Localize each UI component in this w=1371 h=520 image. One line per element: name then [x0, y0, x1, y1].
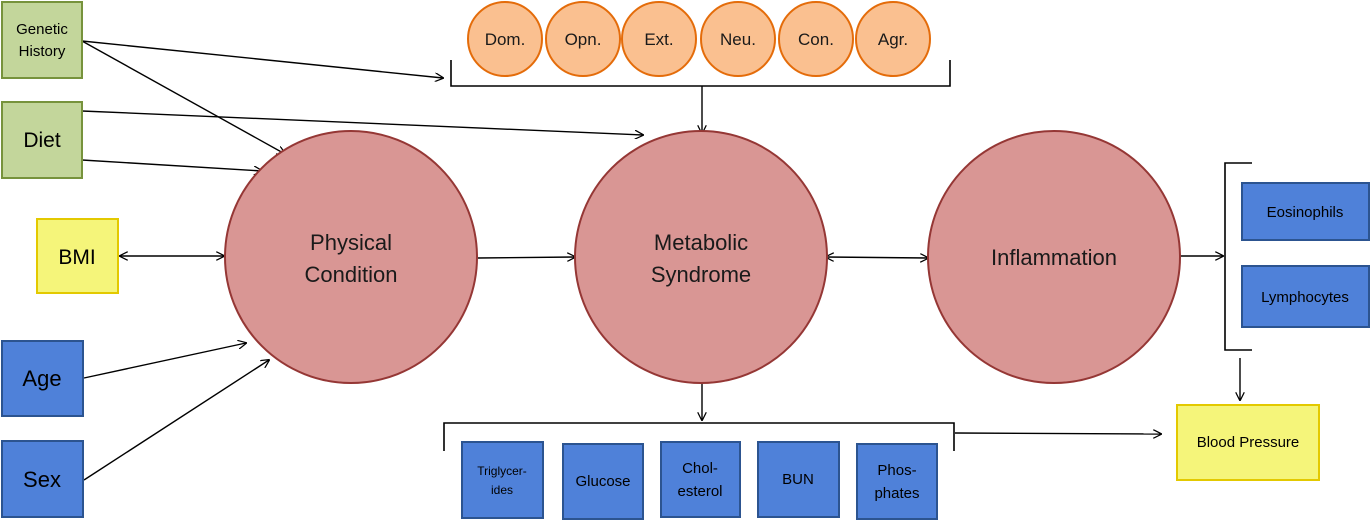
physical-condition-node: Physical Condition — [224, 130, 478, 384]
bun-label: BUN — [782, 471, 814, 488]
bmi-label: BMI — [58, 246, 95, 269]
eosinophils-box: Eosinophils — [1241, 182, 1370, 241]
lymphocytes-box: Lymphocytes — [1241, 265, 1370, 328]
trait-agr-label: Agr. — [878, 30, 908, 49]
age-box: Age — [1, 340, 84, 417]
trait-agr: Agr. — [855, 1, 931, 77]
traits-bracket — [450, 60, 951, 87]
metabolic-markers-bracket — [443, 422, 955, 451]
arrow-age-to-physical — [83, 343, 246, 379]
phosphates-box: Phos- phates — [856, 443, 938, 520]
inflammation-label: Inflammation — [991, 245, 1117, 270]
genetic-history-label-line2: History — [19, 43, 66, 60]
metabolic-syndrome-label-line1: Metabolic — [654, 230, 748, 255]
inflammation-node: Inflammation — [927, 130, 1181, 384]
trait-opn-label: Opn. — [565, 30, 602, 49]
genetic-history-box: Genetic History — [1, 1, 83, 79]
physical-condition-label-line2: Condition — [305, 262, 398, 287]
triglycerides-label-line2: ides — [491, 483, 513, 497]
cholesterol-box: Chol- esterol — [660, 441, 741, 518]
bmi-box: BMI — [36, 218, 119, 294]
diet-box: Diet — [1, 101, 83, 179]
arrow-diet-to-physical — [81, 159, 262, 171]
blood-pressure-box: Blood Pressure — [1176, 404, 1320, 481]
trait-neu: Neu. — [700, 1, 776, 77]
trait-ext-label: Ext. — [644, 30, 673, 49]
glucose-box: Glucose — [562, 443, 644, 520]
cholesterol-label-line1: Chol- — [682, 460, 718, 477]
metabolic-syndrome-node: Metabolic Syndrome — [574, 130, 828, 384]
phosphates-label-line2: phates — [874, 485, 919, 502]
triglycerides-box: Triglycer- ides — [461, 441, 544, 519]
age-label: Age — [22, 366, 61, 391]
arrow-metabolic-inflammation — [826, 257, 928, 258]
phosphates-label-line1: Phos- — [877, 462, 916, 479]
diet-label: Diet — [23, 129, 61, 152]
arrow-diet-to-metabolic — [81, 110, 643, 135]
glucose-label: Glucose — [575, 473, 630, 490]
arrow-physical-to-metabolic — [477, 257, 575, 258]
trait-ext: Ext. — [621, 1, 697, 77]
sex-box: Sex — [1, 440, 84, 518]
arrow-genetic-to-traits — [81, 40, 443, 78]
trait-dom-label: Dom. — [485, 30, 526, 49]
eosinophils-label: Eosinophils — [1267, 204, 1344, 221]
blood-pressure-label: Blood Pressure — [1197, 434, 1300, 451]
lymphocytes-label: Lymphocytes — [1261, 289, 1349, 306]
trait-dom: Dom. — [467, 1, 543, 77]
trait-neu-label: Neu. — [720, 30, 756, 49]
triglycerides-label-line1: Triglycer- — [477, 464, 527, 478]
trait-con-label: Con. — [798, 30, 834, 49]
sex-label: Sex — [23, 467, 61, 492]
trait-opn: Opn. — [545, 1, 621, 77]
bun-box: BUN — [757, 441, 840, 518]
cholesterol-label-line2: esterol — [677, 483, 722, 500]
physical-condition-label-line1: Physical — [310, 230, 392, 255]
trait-con: Con. — [778, 1, 854, 77]
arrow-metabolic-markers-to-blood-pressure — [954, 433, 1161, 434]
inflammation-markers-bracket — [1224, 162, 1252, 351]
connectors — [81, 40, 1240, 481]
arrow-sex-to-physical — [83, 360, 269, 481]
genetic-history-label-line1: Genetic — [16, 21, 68, 38]
metabolic-syndrome-label-line2: Syndrome — [651, 262, 751, 287]
arrow-genetic-to-physical — [81, 40, 285, 154]
brackets — [443, 60, 1252, 451]
